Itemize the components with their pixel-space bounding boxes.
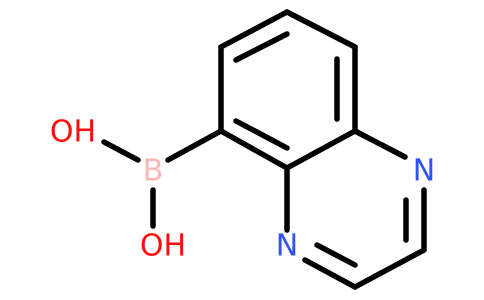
benzene-ring xyxy=(218,9,358,171)
bond-c6-c7 xyxy=(284,9,358,50)
atom-label-boron: B xyxy=(143,154,164,189)
bond-c5-b xyxy=(165,128,224,163)
bond-b-oh-top xyxy=(101,139,141,163)
bond-c5-c6 xyxy=(218,9,290,50)
pyrazine-ring xyxy=(284,128,427,290)
double-bond-inner-top-left xyxy=(233,31,290,63)
atom-label-nitrogen-right: N xyxy=(413,154,435,189)
bond-c4a-c8a xyxy=(218,128,290,171)
double-bond-c3-n4-inner xyxy=(314,242,358,268)
bond-c8a-c8 xyxy=(284,128,358,171)
bond-c2-c3 xyxy=(352,247,427,290)
atom-label-oh-bottom: OH xyxy=(140,229,186,264)
bond-c3-n4 xyxy=(302,257,358,290)
double-bond-inner-bottom-left xyxy=(233,118,290,151)
atom-label-nitrogen-bottom: N xyxy=(276,229,298,264)
boronic-acid-group xyxy=(101,128,224,229)
bond-c8a-n1 xyxy=(352,128,408,160)
atom-label-oh-top: OH xyxy=(50,115,96,150)
